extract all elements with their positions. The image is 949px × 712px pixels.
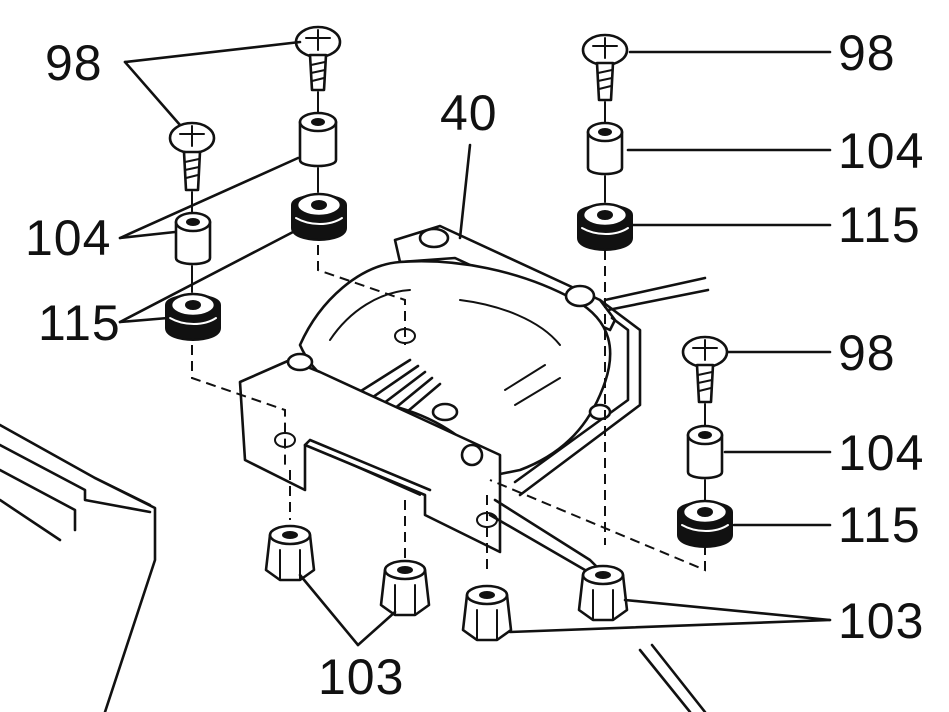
callout-transformer: 40 bbox=[440, 85, 498, 141]
callout-screw-right-top: 98 bbox=[838, 25, 896, 81]
callout-foot-right: 103 bbox=[838, 593, 925, 649]
callout-grommet-left: 115 bbox=[38, 295, 121, 351]
callout-spacer-left: 104 bbox=[25, 210, 112, 266]
grommet-115-left-upper bbox=[291, 192, 347, 241]
callout-grommet-right-top: 115 bbox=[838, 197, 921, 253]
spacer-104-right-mid bbox=[686, 424, 724, 480]
leader-lines bbox=[118, 40, 832, 647]
callout-screw-left: 98 bbox=[45, 35, 103, 91]
spacer-104-left-upper bbox=[298, 111, 338, 168]
spacer-104-left-lower bbox=[174, 211, 212, 266]
screw-98-left-upper bbox=[294, 25, 342, 92]
screw-98-right-mid bbox=[681, 335, 729, 404]
foot-103-left-a bbox=[264, 524, 316, 582]
stack-lines bbox=[191, 91, 706, 501]
callout-screw-right-mid: 98 bbox=[838, 325, 896, 381]
screw-98-right-top bbox=[581, 33, 629, 102]
callout-foot-left: 103 bbox=[318, 649, 405, 705]
foot-103-right-a bbox=[461, 584, 513, 642]
mounting-bracket bbox=[238, 298, 707, 712]
callout-grommet-right-mid: 115 bbox=[838, 497, 921, 553]
callout-spacer-right-mid: 104 bbox=[838, 425, 925, 481]
assembly-center-lines bbox=[191, 245, 706, 575]
callout-spacer-right-top: 104 bbox=[838, 123, 925, 179]
screw-98-left-lower bbox=[168, 121, 216, 192]
grommet-115-left-lower bbox=[165, 292, 221, 341]
foot-103-left-b bbox=[379, 559, 431, 617]
grommet-115-right-mid bbox=[677, 499, 733, 548]
spacer-104-right-top bbox=[586, 121, 624, 176]
foot-103-right-b bbox=[577, 564, 629, 622]
grommet-115-right-top bbox=[577, 202, 633, 251]
chassis-corner bbox=[0, 423, 157, 712]
